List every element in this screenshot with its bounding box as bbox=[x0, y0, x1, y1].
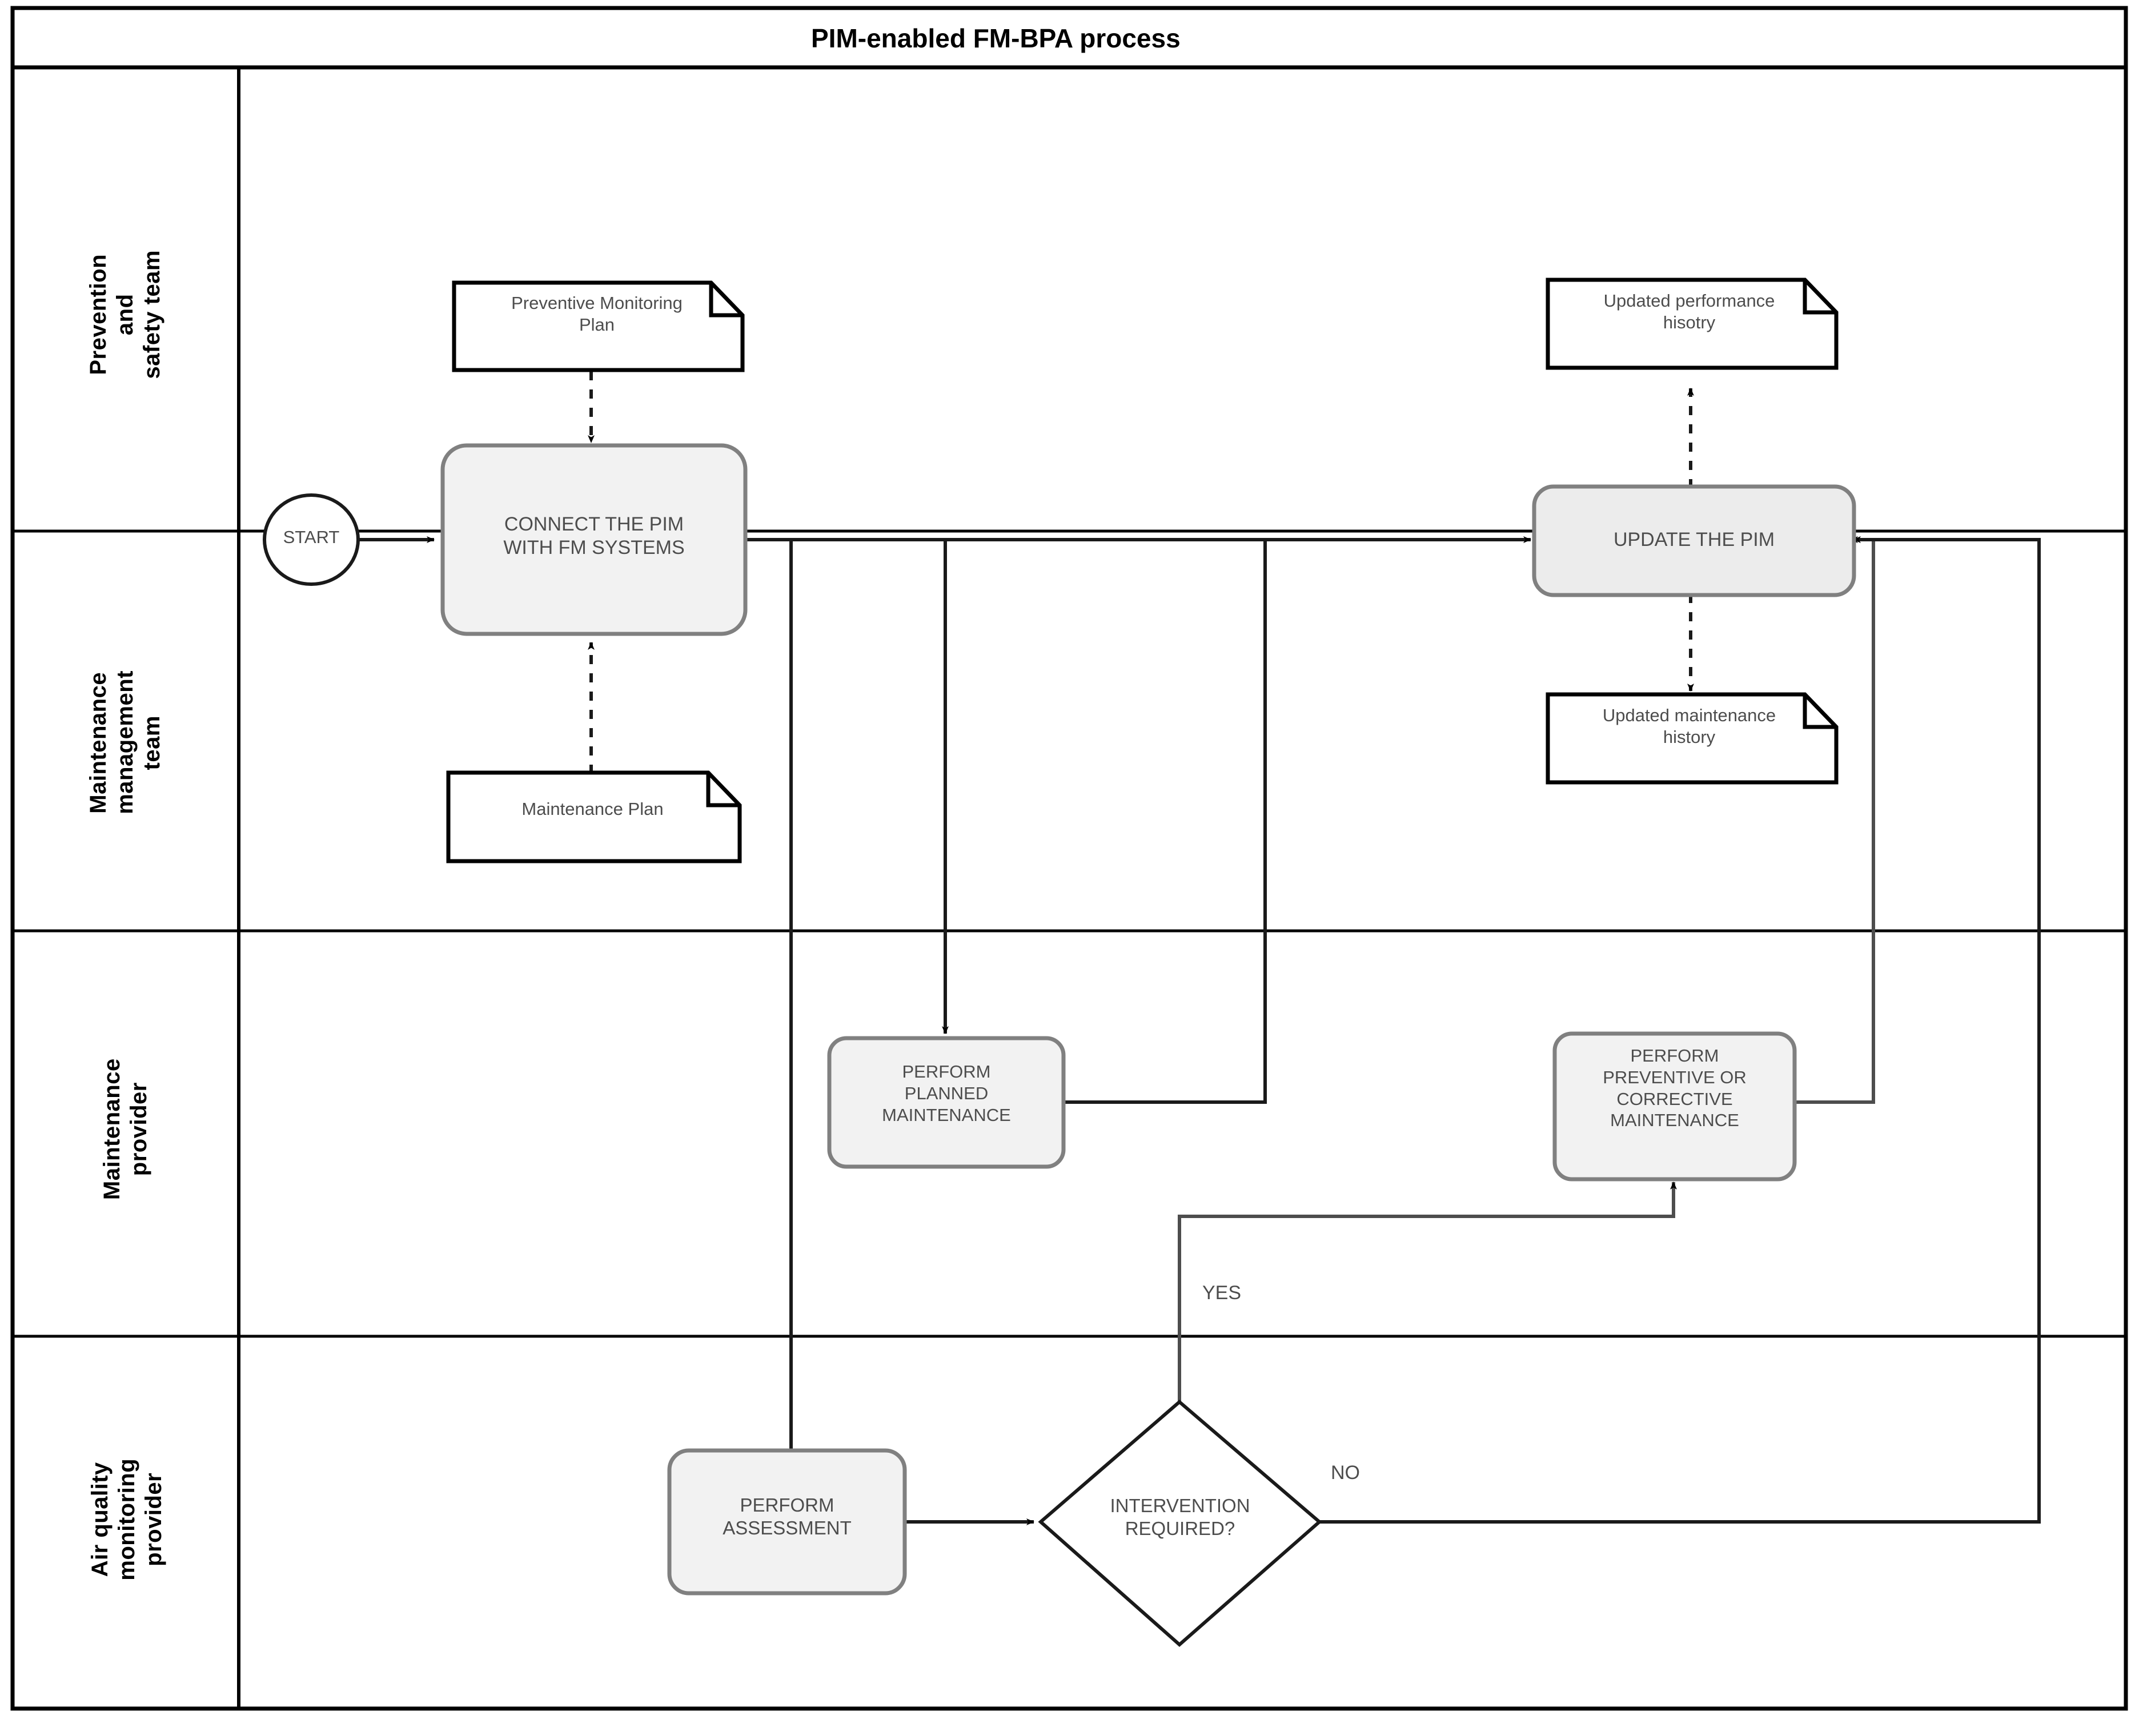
lane-label-maintenance-management: Maintenance management team bbox=[86, 670, 165, 814]
node-updated-maintenance-history[interactable] bbox=[1546, 692, 1839, 785]
outer-frame bbox=[10, 6, 2128, 1711]
connectors bbox=[357, 536, 2041, 1525]
edge-planned-to-update bbox=[1062, 541, 1267, 1104]
edge-no-to-update bbox=[1317, 536, 2041, 1524]
node-intervention-required[interactable] bbox=[1038, 1400, 1322, 1647]
node-updated-performance-history[interactable] bbox=[1546, 278, 1839, 370]
edge-label-yes: YES bbox=[1202, 1282, 1242, 1304]
node-maintenance-plan[interactable] bbox=[446, 770, 742, 863]
node-start[interactable] bbox=[263, 493, 360, 586]
node-perform-preventive-corrective[interactable] bbox=[1552, 1031, 1797, 1182]
association-connectors bbox=[588, 371, 1694, 774]
node-update-pim[interactable] bbox=[1532, 484, 1856, 597]
lane-label-air-quality-monitoring: Air quality monitoring provider bbox=[87, 1458, 167, 1581]
lane-label-prevention-safety: Prevention and safety team bbox=[86, 250, 165, 379]
edge-yes-to-prevcorr bbox=[1178, 1182, 1677, 1465]
lane-label-maintenance-provider: Maintenance provider bbox=[99, 1058, 151, 1200]
node-perform-planned-maintenance[interactable] bbox=[827, 1036, 1066, 1169]
node-perform-assessment[interactable] bbox=[667, 1448, 907, 1596]
page-title: PIM-enabled FM-BPA process bbox=[811, 23, 1181, 53]
node-connect-pim[interactable] bbox=[440, 443, 748, 636]
node-preventive-monitoring-plan[interactable] bbox=[452, 280, 745, 372]
edge-label-no: NO bbox=[1331, 1462, 1360, 1484]
